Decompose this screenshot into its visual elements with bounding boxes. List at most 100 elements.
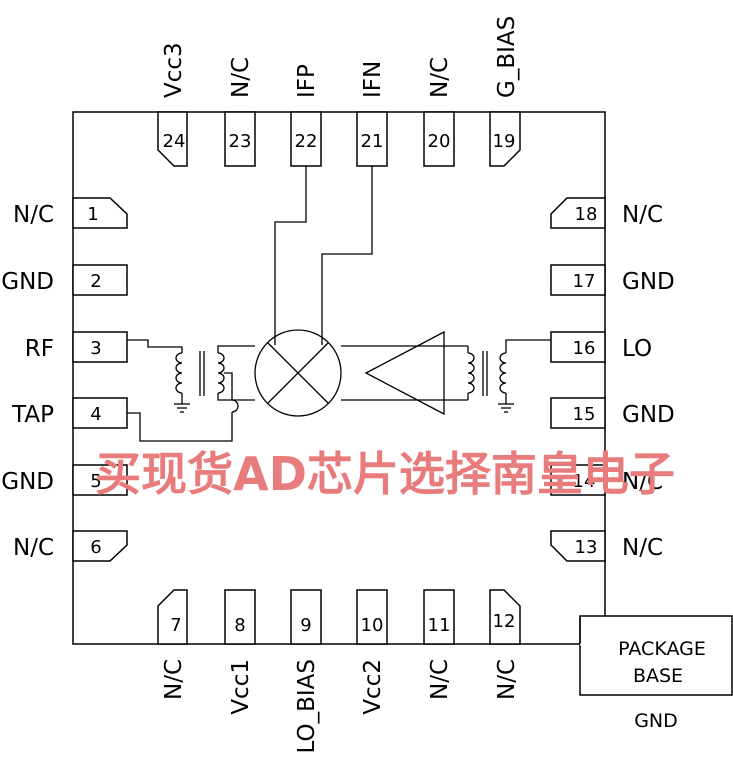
pin-18-number: 18 [575, 204, 598, 225]
pin-18-pad [550, 197, 606, 229]
pin-17-pad [550, 264, 606, 296]
pin-21: 21 IFN [356, 61, 388, 167]
pin-13-pad [550, 530, 606, 562]
pin-22-number: 22 [295, 131, 318, 152]
pin-24-number: 24 [163, 131, 186, 152]
pin-8-number: 8 [234, 615, 245, 636]
pin-3-pad [72, 331, 128, 363]
internal-circuit [127, 166, 551, 442]
pin-23-name: N/C [228, 57, 254, 98]
watermark-text: 买现货AD芯片选择南皇电子 [95, 447, 675, 501]
pin-23-pad [224, 111, 256, 167]
ifp-trace [274, 166, 307, 345]
pin-10: 10 Vcc2 [356, 589, 388, 715]
package-base-box [579, 615, 733, 696]
pin-21-name: IFN [360, 61, 386, 98]
pin-1-name: N/C [13, 202, 54, 228]
pin-20: 20 N/C [423, 57, 455, 167]
pin-10-name: Vcc2 [360, 659, 386, 715]
pin-15-name: GND [622, 402, 675, 428]
pin-8-name: Vcc1 [228, 659, 254, 715]
pin-11: 11 N/C [423, 589, 455, 700]
pin-1-pad [72, 197, 128, 229]
pin-6-pad [72, 530, 128, 562]
pin-14-name: N/C [622, 469, 663, 495]
mixer-icon [254, 329, 342, 417]
pin-13-name: N/C [622, 535, 663, 561]
pin-14-number: 14 [573, 471, 596, 492]
pin-18: 18 N/C [550, 197, 663, 229]
pin-3-name: RF [25, 336, 54, 362]
pin-11-pad [423, 589, 455, 645]
pin-16: 16 LO [550, 331, 652, 363]
amplifier-icon [364, 330, 445, 416]
pin-10-pad [356, 589, 388, 645]
pin-22-name: IFP [294, 64, 320, 98]
pin-19-name: G_BIAS [494, 16, 520, 98]
pin-13-number: 13 [575, 537, 598, 558]
package-base-line2: BASE [633, 665, 683, 687]
pin-20-number: 20 [428, 131, 451, 152]
pin-24: 24 Vcc3 [157, 42, 188, 167]
pin-2-pad [72, 264, 128, 296]
pin-4-name: TAP [11, 402, 54, 428]
pin-19-pad [489, 111, 521, 167]
pin-5-number: 5 [90, 471, 101, 492]
pin-2-name: GND [1, 269, 54, 295]
pin-9-number: 9 [300, 615, 311, 636]
pin-1-number: 1 [87, 204, 98, 225]
pin-23: 23 N/C [224, 57, 256, 167]
pin-20-pad [423, 111, 455, 167]
pin-4-number: 4 [90, 404, 101, 425]
pin-8: 8 Vcc1 [224, 589, 256, 715]
pin-6: 6 N/C [13, 530, 128, 562]
rf-transformer-icon [127, 339, 255, 442]
pin-16-number: 16 [573, 338, 596, 359]
pin-3: 3 RF [25, 331, 128, 363]
pin-12-name: N/C [494, 659, 520, 700]
pin-7-name: N/C [161, 659, 187, 700]
pin-13: 13 N/C [550, 530, 663, 562]
pin-19: 19 G_BIAS [489, 16, 521, 167]
pin-3-number: 3 [90, 338, 101, 359]
pin-2: 2 GND [1, 264, 128, 296]
pin-1: 1 N/C [13, 197, 128, 229]
pin-10-number: 10 [361, 615, 384, 636]
pin-23-number: 23 [229, 131, 252, 152]
pin-17: 17 GND [550, 264, 675, 296]
pin-7-number: 7 [170, 615, 181, 636]
pin-16-pad [550, 331, 606, 363]
pin-16-name: LO [622, 336, 652, 362]
pin-15-number: 15 [573, 404, 596, 425]
pin-12-pad [489, 589, 521, 645]
pin-20-name: N/C [427, 57, 453, 98]
pin-11-number: 11 [428, 615, 451, 636]
pin-24-name: Vcc3 [161, 42, 187, 98]
pin-14: 14 N/C [550, 464, 663, 496]
pin-7: 7 N/C [157, 589, 188, 700]
pin-6-number: 6 [90, 537, 101, 558]
pin-12-number: 12 [493, 611, 516, 632]
package-base-line1: PACKAGE [618, 638, 706, 660]
package-outline [72, 111, 606, 645]
pin-9: 9 LO_BIAS [290, 589, 322, 754]
pin-9-pad [290, 589, 322, 645]
pin-15-pad [550, 397, 606, 429]
pin-2-number: 2 [90, 271, 101, 292]
pin-11-name: N/C [427, 659, 453, 700]
pin-17-name: GND [622, 269, 675, 295]
pin-7-pad [157, 589, 188, 645]
pin-21-number: 21 [361, 131, 384, 152]
pin-5: 5 GND [1, 464, 128, 496]
pin-12: 12 N/C [489, 589, 521, 700]
pin-22: 22 IFP [290, 64, 322, 167]
pin-6-name: N/C [13, 535, 54, 561]
pin-8-pad [224, 589, 256, 645]
ifn-trace [321, 166, 373, 345]
pin-5-pad [72, 464, 128, 496]
pin-9-name: LO_BIAS [294, 659, 320, 754]
pin-14-pad [550, 464, 606, 496]
pin-5-name: GND [1, 469, 54, 495]
lo-transformer-icon [467, 339, 551, 413]
